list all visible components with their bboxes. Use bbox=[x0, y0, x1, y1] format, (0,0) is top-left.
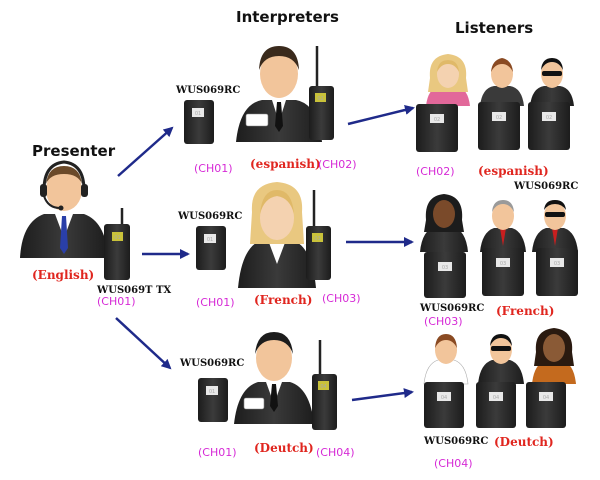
listeners-header: Listeners bbox=[455, 19, 533, 37]
interpreter-3-out-channel: (CH04) bbox=[316, 446, 355, 459]
interpreter-1-language: (espanish) bbox=[250, 157, 321, 171]
listener-1-2-figure bbox=[480, 58, 524, 106]
interpreter-3-in-channel: (CH01) bbox=[198, 446, 237, 459]
listener-1-1-receiver: 02 bbox=[416, 104, 458, 152]
presenter-header: Presenter bbox=[32, 142, 116, 160]
interpreter-3-rx-model: WUS069RC bbox=[179, 358, 244, 369]
listener-1-2-receiver: 02 bbox=[478, 102, 520, 150]
interpreter-1-receiver: 01 bbox=[184, 100, 214, 144]
listener-group-2-rx-model: WUS069RC bbox=[419, 303, 484, 314]
listener-group-2: 03 03 03 bbox=[420, 194, 578, 298]
interpreter-3-transmitter: 04 bbox=[312, 340, 337, 430]
listener-1-3-figure bbox=[530, 58, 574, 106]
arrow-to-listeners-1 bbox=[347, 105, 415, 126]
interpreter-3-tx-display: 04 bbox=[320, 384, 326, 390]
presenter-transmitter: 01 bbox=[104, 208, 130, 280]
listener-3-1-display: 04 bbox=[441, 395, 447, 401]
arrow-to-interpreter-1 bbox=[117, 126, 174, 177]
listener-2-1-figure bbox=[420, 194, 468, 252]
interpreter-2-transmitter: 03 bbox=[306, 190, 331, 280]
listener-2-3-display: 03 bbox=[554, 261, 560, 267]
interpreter-2-figure bbox=[238, 182, 316, 288]
interpreter-3-language: (Deutch) bbox=[254, 441, 314, 455]
interpreter-2-out-channel: (CH03) bbox=[322, 292, 361, 305]
listener-3-2-display: 04 bbox=[493, 395, 499, 401]
listener-group-1-channel: (CH02) bbox=[416, 165, 455, 178]
listener-3-1-figure bbox=[423, 334, 469, 385]
interpreter-1-tx-display: 02 bbox=[317, 96, 323, 102]
listener-3-2-receiver: 04 bbox=[476, 382, 516, 428]
listener-1-3-receiver: 02 bbox=[528, 102, 570, 150]
listener-group-1-language: (espanish) bbox=[478, 164, 549, 178]
listener-3-3-receiver: 04 bbox=[526, 382, 566, 428]
listener-2-3-receiver: 03 bbox=[536, 248, 578, 296]
interpreter-3-figure bbox=[234, 332, 314, 424]
listener-3-2-figure bbox=[478, 334, 524, 384]
interpreter-3-rx-display: 01 bbox=[209, 389, 215, 395]
presenter-channel: (CH01) bbox=[97, 295, 136, 308]
listener-1-1-figure bbox=[426, 54, 470, 106]
arrow-to-interpreter-3 bbox=[115, 317, 172, 370]
interpreter-1-transmitter: 02 bbox=[309, 46, 334, 140]
listener-2-2-receiver: 03 bbox=[482, 248, 524, 296]
presenter-figure bbox=[20, 160, 108, 258]
interpreter-3-receiver: 01 bbox=[198, 378, 228, 422]
interpreter-1-rx-display: 01 bbox=[195, 111, 201, 117]
interpreter-2-language: (French) bbox=[254, 293, 312, 307]
interpreter-2-in-channel: (CH01) bbox=[196, 296, 235, 309]
listener-2-2-figure bbox=[480, 200, 526, 252]
listener-3-3-display: 04 bbox=[543, 395, 549, 401]
interpreter-2-tx-display: 03 bbox=[314, 236, 320, 242]
listener-3-1-receiver: 04 bbox=[424, 382, 464, 428]
listener-3-3-figure bbox=[532, 328, 576, 384]
listener-2-2-display: 03 bbox=[500, 261, 506, 267]
listener-2-1-receiver: 03 bbox=[424, 252, 466, 298]
presenter-language: (English) bbox=[32, 268, 94, 282]
arrow-to-listeners-3 bbox=[351, 388, 414, 402]
interpreter-1-out-channel: (CH02) bbox=[318, 158, 357, 171]
listener-2-1-display: 03 bbox=[442, 265, 448, 271]
listener-group-1-rx-model: WUS069RC bbox=[513, 181, 578, 192]
interpreter-1-rx-model: WUS069RC bbox=[175, 85, 240, 96]
listener-group-3: 04 04 04 bbox=[423, 328, 576, 428]
listener-1-2-display: 02 bbox=[496, 115, 502, 121]
interpreters-header: Interpreters bbox=[236, 8, 339, 26]
listener-group-3-channel: (CH04) bbox=[434, 457, 473, 470]
interpreter-2-rx-model: WUS069RC bbox=[177, 211, 242, 222]
interpreter-2-receiver: 01 bbox=[196, 226, 226, 270]
listener-group-2-language: (French) bbox=[496, 304, 554, 318]
listener-group-3-rx-model: WUS069RC bbox=[423, 436, 488, 447]
presenter-tx-display: 01 bbox=[114, 235, 120, 241]
listener-2-3-figure bbox=[532, 200, 578, 252]
listener-group-2-channel: (CH03) bbox=[424, 315, 463, 328]
listener-1-1-display: 02 bbox=[434, 117, 440, 123]
listener-group-1: 02 02 02 bbox=[416, 54, 574, 152]
listener-group-3-language: (Deutch) bbox=[494, 435, 554, 449]
interpreter-1-in-channel: (CH01) bbox=[194, 162, 233, 175]
interpreter-1-figure bbox=[236, 46, 322, 142]
interpreter-2-rx-display: 01 bbox=[207, 237, 213, 243]
listener-1-3-display: 02 bbox=[546, 115, 552, 121]
presenter-tx-model: WUS069T TX bbox=[96, 285, 171, 296]
